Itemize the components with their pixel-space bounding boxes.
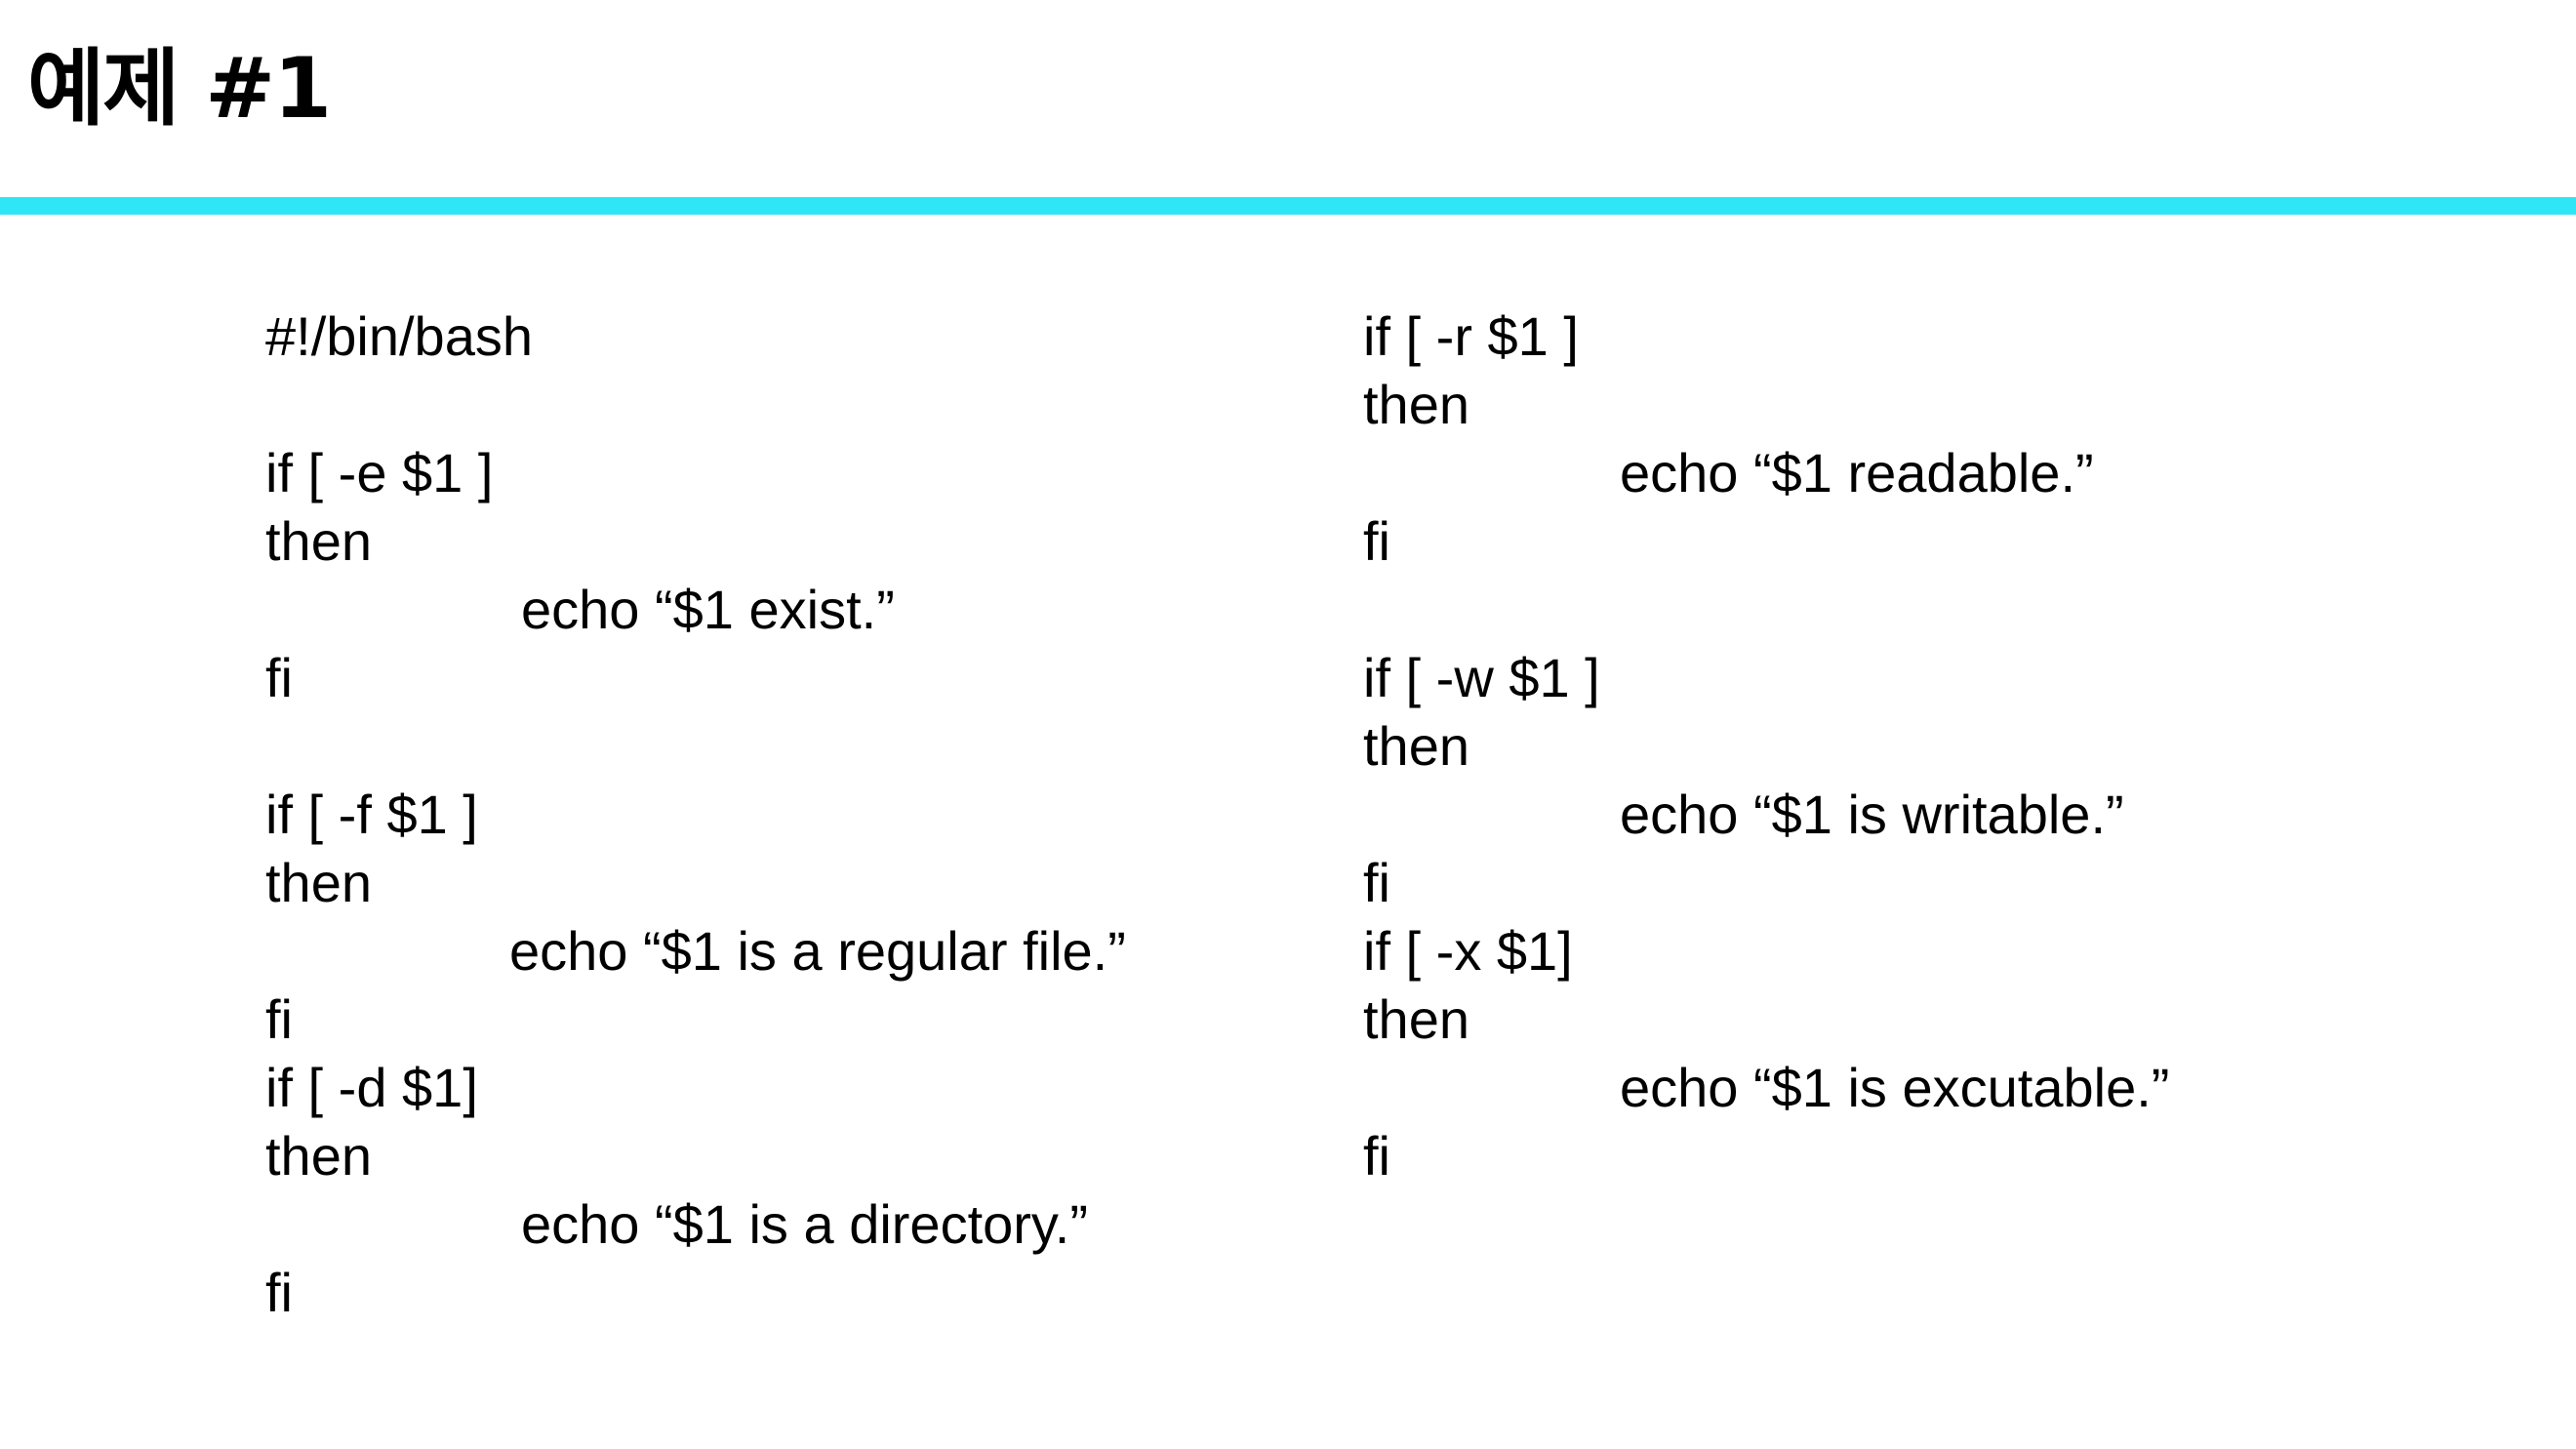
code-line	[265, 712, 1126, 781]
code-line: fi	[265, 1262, 293, 1323]
title-divider	[0, 197, 2576, 215]
code-line: if [ -x $1]	[1363, 920, 1573, 982]
slide-title: 예제 #1	[27, 40, 332, 138]
code-line: fi	[1363, 852, 1390, 913]
code-line: then	[265, 510, 372, 572]
code-line: if [ -e $1 ]	[265, 442, 494, 503]
code-line: echo “$1 is a directory.”	[521, 1193, 1088, 1255]
code-line: fi	[265, 647, 293, 708]
code-line: if [ -f $1 ]	[265, 784, 478, 845]
code-line: echo “$1 is excutable.”	[1620, 1057, 2170, 1118]
code-line: then	[265, 852, 372, 913]
code-line: echo “$1 exist.”	[521, 579, 895, 640]
code-line: then	[265, 1125, 372, 1187]
code-line: echo “$1 is a regular file.”	[509, 920, 1126, 982]
code-line: then	[1363, 715, 1469, 777]
code-line: fi	[1363, 1125, 1390, 1187]
code-line: then	[1363, 988, 1469, 1050]
code-line	[265, 371, 1126, 439]
code-line: echo “$1 readable.”	[1620, 442, 2094, 503]
code-line: #!/bin/bash	[265, 305, 533, 367]
code-block-right: if [ -r $1 ] then echo “$1 readable.” fi…	[1363, 302, 2169, 1190]
code-line: if [ -d $1]	[265, 1057, 478, 1118]
code-line: echo “$1 is writable.”	[1620, 784, 2124, 845]
code-line: if [ -w $1 ]	[1363, 647, 1600, 708]
code-line: if [ -r $1 ]	[1363, 305, 1579, 367]
code-block-left: #!/bin/bash if [ -e $1 ] then echo “$1 e…	[265, 302, 1126, 1327]
code-line: fi	[1363, 510, 1390, 572]
code-line: fi	[265, 988, 293, 1050]
code-line	[1363, 576, 2169, 644]
code-line: then	[1363, 374, 1469, 435]
